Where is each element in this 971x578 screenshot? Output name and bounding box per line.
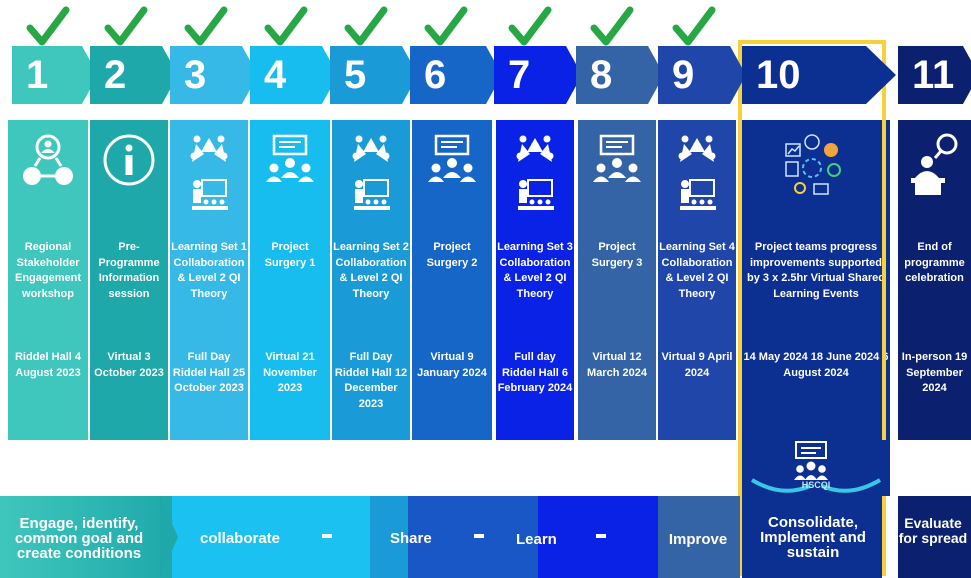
phase-band-share	[370, 496, 410, 578]
step-number: 8	[590, 53, 613, 97]
step-7-check-icon	[508, 4, 552, 50]
collaborate-label: collaborate	[200, 530, 281, 547]
consolidate-label: Consolidate, Implement and sustain	[760, 514, 866, 561]
step-number: 4	[264, 53, 287, 97]
presentation-group-icon	[250, 132, 330, 222]
step-title: Pre-Programme Information session	[98, 241, 160, 300]
step-title: Project teams progress improvements supp…	[747, 241, 885, 300]
step-11-arrow: 11	[898, 46, 971, 104]
step-9-check-icon	[672, 4, 716, 50]
improve-label: Improve	[668, 531, 728, 548]
phase-band-improve	[658, 496, 740, 578]
step-7-panel: Learning Set 3 Collaboration & Level 2 Q…	[496, 120, 574, 440]
step-detail: Full Day Riddel Hall 12 December 2023	[334, 351, 408, 410]
evaluate-label: Evaluate for spread	[898, 515, 968, 546]
step-5-panel: Learning Set 2 Collaboration & Level 2 Q…	[332, 120, 410, 440]
phase-band-consolidate	[742, 496, 882, 578]
step-4-check-icon	[264, 4, 308, 50]
step-7-arrow: 7	[494, 46, 582, 104]
step-detail: Virtual 21 November 2023	[263, 351, 317, 394]
step-title: Project Surgery 3	[591, 241, 643, 269]
collaboration-teaching-icon	[170, 132, 248, 222]
step-8-check-icon	[590, 4, 634, 50]
step-number: 1	[26, 53, 49, 97]
step-8-panel: Project Surgery 3 Virtual 12 March 2024	[578, 120, 656, 440]
step-number: 9	[672, 53, 695, 97]
improve-arrow-tip	[880, 496, 898, 578]
step-1-arrow: 1	[12, 46, 98, 104]
collaboration-teaching-icon	[496, 132, 574, 222]
dash-3	[596, 534, 606, 538]
step-6-arrow: 6	[410, 46, 502, 104]
step-number: 11	[912, 53, 955, 97]
step-9-arrow: 9	[658, 46, 746, 104]
step-detail: Virtual 12 March 2024	[587, 351, 647, 379]
step-2-check-icon	[104, 4, 148, 50]
step-3-check-icon	[184, 4, 228, 50]
step-4-arrow: 4	[250, 46, 338, 104]
learn-label: Learn	[516, 531, 557, 548]
celebration-speaker-icon	[898, 132, 971, 222]
hscqi-logo-text: HSCQI	[801, 480, 831, 490]
presentation-group-icon	[412, 132, 492, 222]
step-8-arrow: 8	[576, 46, 664, 104]
step-number: 3	[184, 53, 207, 97]
step-3-panel: Learning Set 1 Collaboration & Level 2 Q…	[170, 120, 248, 440]
step-title: Regional Stakeholder Engagement workshop	[14, 241, 81, 300]
step-detail: Full Day Riddel Hall 25 October 2023	[172, 351, 246, 394]
step-title: Project Surgery 2	[426, 241, 478, 269]
step-detail: 14 May 2024 18 June 2024 6 August 2024	[743, 351, 889, 379]
step-detail: Riddel Hall 4 August 2023	[14, 351, 82, 379]
step-5-check-icon	[344, 4, 388, 50]
step-title: Learning Set 1 Collaboration & Level 2 Q…	[171, 241, 247, 300]
engage-arrow-tip	[160, 496, 178, 578]
engage-label: Engage, identify, common goal and create…	[14, 515, 144, 562]
stakeholder-network-icon	[8, 132, 88, 222]
step-number: 6	[424, 53, 447, 97]
step-number: 10	[756, 53, 801, 97]
collaboration-teaching-icon	[658, 132, 736, 222]
hscqi-logo: HSCQI	[742, 440, 890, 496]
step-9-panel: Learning Set 4 Collaboration & Level 2 Q…	[658, 120, 736, 440]
step-4-panel: Project Surgery 1 Virtual 21 November 202…	[250, 120, 330, 440]
step-title: Project Surgery 1	[264, 241, 316, 269]
step-title: Learning Set 3 Collaboration & Level 2 Q…	[497, 241, 573, 300]
improvement-tools-icon	[742, 132, 890, 222]
step-10-panel: Project teams progress improvements supp…	[742, 120, 890, 440]
step-detail: In-person 19 September 2024	[901, 351, 968, 394]
step-detail: Full day Riddel Hall 6 February 2024	[497, 351, 573, 394]
step-number: 5	[344, 53, 367, 97]
phase-band-collaborate	[172, 496, 372, 578]
step-detail: Virtual 3 October 2023	[94, 351, 164, 379]
step-5-arrow: 5	[330, 46, 418, 104]
step-title: End of programme celebration	[904, 241, 965, 284]
step-number: 7	[508, 53, 531, 97]
step-title: Learning Set 4 Collaboration & Level 2 Q…	[659, 241, 735, 300]
step-2-arrow: 2	[90, 46, 178, 104]
step-3-arrow: 3	[170, 46, 258, 104]
phase-band-evaluate	[898, 496, 971, 578]
step-1-panel: Regional Stakeholder Engagement workshop…	[8, 120, 88, 440]
collaboration-teaching-icon	[332, 132, 410, 222]
step-title: Learning Set 2 Collaboration & Level 2 Q…	[333, 241, 409, 300]
share-label: Share	[390, 530, 432, 547]
phase-band-engage	[0, 496, 175, 578]
dash-1	[322, 534, 332, 538]
step-1-check-icon	[26, 4, 70, 50]
presentation-group-icon	[578, 132, 656, 222]
dash-2	[474, 534, 484, 538]
info-icon	[90, 132, 168, 222]
step-detail: Virtual 9 April 2024	[661, 351, 733, 379]
step-detail: Virtual 9 January 2024	[417, 351, 487, 379]
step-6-check-icon	[424, 4, 468, 50]
step-number: 2	[104, 53, 127, 97]
step-10-arrow: 10	[742, 46, 896, 104]
step-6-panel: Project Surgery 2 Virtual 9 January 2024	[412, 120, 492, 440]
